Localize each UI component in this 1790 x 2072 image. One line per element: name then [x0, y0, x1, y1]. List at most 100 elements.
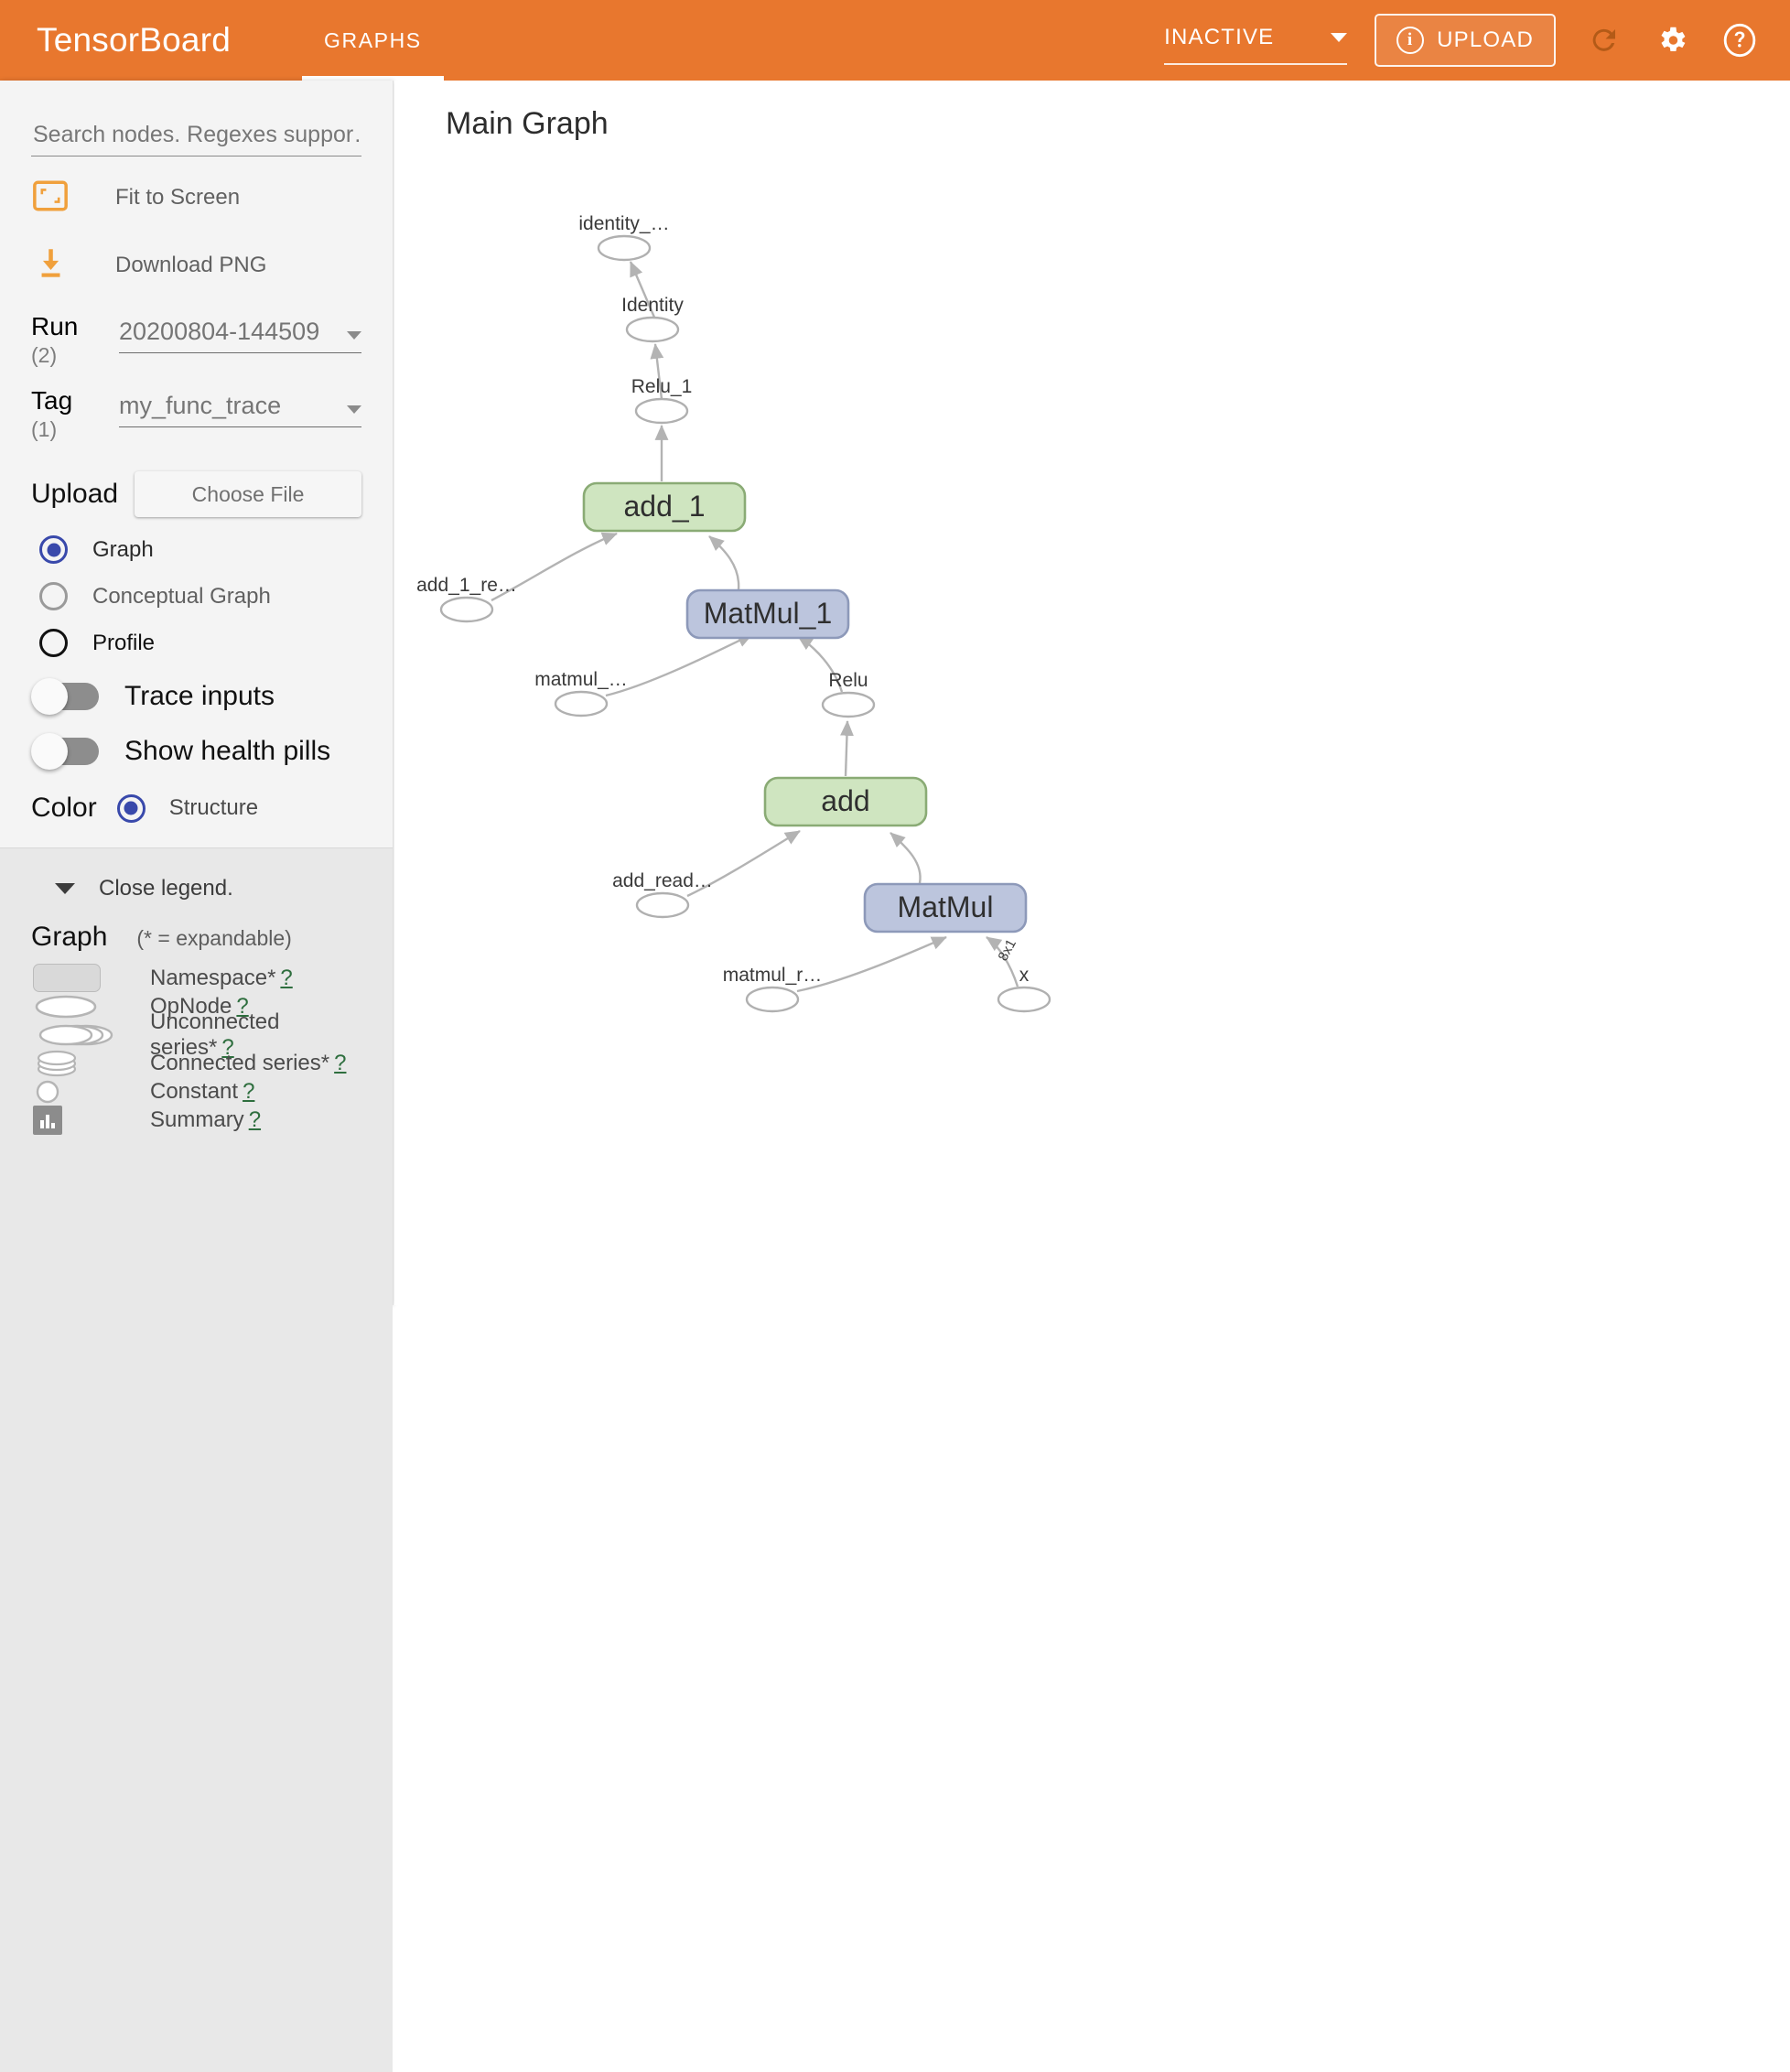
node-MatMul[interactable]: MatMul	[863, 882, 1028, 933]
run-count: (2)	[31, 343, 58, 367]
run-label: Run	[31, 312, 79, 340]
graph-type-label-profile: Profile	[92, 630, 156, 655]
node-label-add_1_read: add_1_re…	[416, 575, 517, 596]
node-label-Relu: Relu	[828, 670, 868, 691]
legend-label-summary: Summary	[150, 1106, 244, 1132]
choose-file-button[interactable]: Choose File	[135, 471, 361, 517]
legend-title: Graph	[31, 922, 108, 952]
node-Relu_1[interactable]: Relu_1	[631, 376, 693, 425]
unconnected-series-swatch-icon	[33, 1021, 128, 1049]
node-add_1[interactable]: add_1	[582, 481, 747, 533]
mode-selector[interactable]: INACTIVE	[1164, 25, 1348, 65]
node-Relu[interactable]: Relu	[821, 670, 876, 718]
tag-label: Tag	[31, 386, 73, 415]
edge-x-to-MatMul	[986, 936, 1019, 987]
legend-label-connected-series: Connected series*	[150, 1050, 330, 1075]
node-MatMul_1[interactable]: MatMul_1	[685, 588, 850, 640]
node-label-x: x	[1019, 965, 1030, 986]
chevron-down-icon	[1331, 33, 1348, 42]
legend-label-unconnected-series: Unconnected series*	[150, 1009, 280, 1060]
constant-swatch-icon	[33, 1078, 128, 1106]
connected-series-swatch-icon	[33, 1049, 128, 1078]
tab-graphs-label: GRAPHS	[324, 27, 422, 52]
summary-swatch-icon	[33, 1105, 128, 1135]
download-png-label: Download PNG	[115, 253, 267, 277]
radio-conceptual-graph[interactable]	[39, 582, 68, 610]
graph-type-option-graph[interactable]: Graph	[0, 535, 393, 564]
trace-inputs-toggle[interactable]	[31, 678, 99, 715]
legend-help-connected-series[interactable]: ?	[334, 1050, 347, 1075]
edge-MatMul_1-to-add_1	[708, 535, 740, 590]
legend-help-constant[interactable]: ?	[243, 1078, 255, 1104]
graph-type-label-graph: Graph	[92, 536, 154, 562]
gear-icon[interactable]	[1653, 21, 1691, 59]
show-health-pills-toggle[interactable]	[31, 733, 99, 770]
graph-op-nodes[interactable]: identity_… Identity Relu_1 add_1_re… mat…	[416, 213, 1051, 1013]
upload-button[interactable]: i UPLOAD	[1375, 14, 1556, 67]
info-icon: i	[1396, 27, 1425, 54]
legend-help-opnode[interactable]: ?	[236, 993, 249, 1019]
namespace-swatch-icon	[33, 964, 128, 992]
edge-add-to-Relu	[840, 720, 854, 777]
radio-profile[interactable]	[39, 629, 68, 657]
node-add_read[interactable]: add_read…	[612, 870, 713, 919]
node-add_1_read[interactable]: add_1_re…	[416, 575, 517, 623]
legend-item-namespace: Namespace*?	[31, 964, 361, 992]
graph-box-nodes[interactable]: add_1 MatMul_1 add MatMul	[582, 481, 1028, 933]
legend-panel: Close legend. Graph (* = expandable) Nam…	[0, 847, 393, 2072]
sidebar: Fit to Screen Download PNG Run (2) 20200…	[0, 81, 394, 2072]
fit-to-screen-label: Fit to Screen	[115, 185, 241, 210]
close-legend-button[interactable]: Close legend.	[31, 876, 361, 901]
tag-field: Tag (1) my_func_trace	[0, 388, 393, 440]
graph-type-option-conceptual-graph[interactable]: Conceptual Graph	[0, 582, 393, 610]
radio-structure[interactable]	[116, 793, 146, 823]
page-title: Main Graph	[446, 106, 609, 141]
run-select[interactable]: 20200804-144509	[119, 318, 361, 353]
node-add[interactable]: add	[763, 776, 928, 827]
edge-matmul_r-to-MatMul	[796, 935, 947, 993]
radio-graph[interactable]	[39, 535, 68, 564]
opnode-swatch-icon	[33, 993, 128, 1020]
node-label-MatMul: MatMul	[898, 890, 994, 923]
legend-help-namespace[interactable]: ?	[280, 965, 293, 990]
node-label-Identity: Identity	[621, 295, 684, 316]
app-header: TensorBoard GRAPHS INACTIVE i UPLOAD	[0, 0, 1790, 81]
edge-Relu-to-MatMul_1	[797, 635, 844, 693]
search-input[interactable]	[31, 121, 361, 156]
node-matmul_r[interactable]: matmul_r…	[723, 965, 823, 1013]
graph-type-label-conceptual-graph: Conceptual Graph	[92, 583, 271, 609]
trace-inputs-toggle-row[interactable]: Trace inputs	[0, 678, 393, 715]
legend-label-opnode: OpNode	[150, 993, 232, 1019]
fit-to-screen-button[interactable]: Fit to Screen	[0, 171, 393, 224]
chevron-down-icon	[55, 883, 75, 894]
edge-MatMul-to-add	[890, 832, 922, 884]
node-matmul-ellipsis[interactable]: matmul_…	[534, 669, 628, 718]
graph-svg[interactable]: 8x1 identity_… Identity Relu_1 add_1_re…	[394, 81, 1790, 1305]
svg-text:8x1: 8x1	[996, 937, 1019, 964]
tag-select[interactable]: my_func_trace	[119, 392, 361, 427]
run-value: 20200804-144509	[119, 318, 320, 345]
run-label-block: Run (2)	[31, 314, 119, 366]
trace-inputs-label: Trace inputs	[124, 681, 275, 711]
node-x[interactable]: x	[997, 965, 1051, 1013]
legend-help-summary[interactable]: ?	[248, 1106, 262, 1132]
node-label-Relu_1: Relu_1	[631, 376, 693, 397]
edge-Relu_1-to-Identity	[650, 343, 664, 400]
graph-canvas[interactable]: Main Graph 8x1	[394, 81, 1790, 1305]
legend-item-opnode: OpNode?	[31, 992, 361, 1020]
node-Identity[interactable]: Identity	[621, 295, 684, 343]
refresh-icon[interactable]	[1585, 21, 1623, 59]
mode-selector-value: INACTIVE	[1164, 25, 1275, 49]
tab-graphs[interactable]: GRAPHS	[302, 0, 444, 81]
download-png-button[interactable]: Download PNG	[0, 239, 393, 292]
legend-help-unconnected-series[interactable]: ?	[221, 1034, 234, 1060]
chevron-down-icon	[347, 331, 361, 340]
graph-type-option-profile[interactable]: Profile	[0, 629, 393, 657]
node-identity-ellipsis[interactable]: identity_…	[578, 213, 670, 262]
edge-add_1_read-to-add_1	[491, 532, 618, 602]
choose-file-label: Choose File	[191, 481, 305, 506]
show-health-pills-toggle-row[interactable]: Show health pills	[0, 733, 393, 770]
help-icon[interactable]	[1720, 21, 1759, 59]
edge-Identity-to-identity	[629, 261, 657, 320]
app-brand: TensorBoard	[37, 21, 231, 59]
